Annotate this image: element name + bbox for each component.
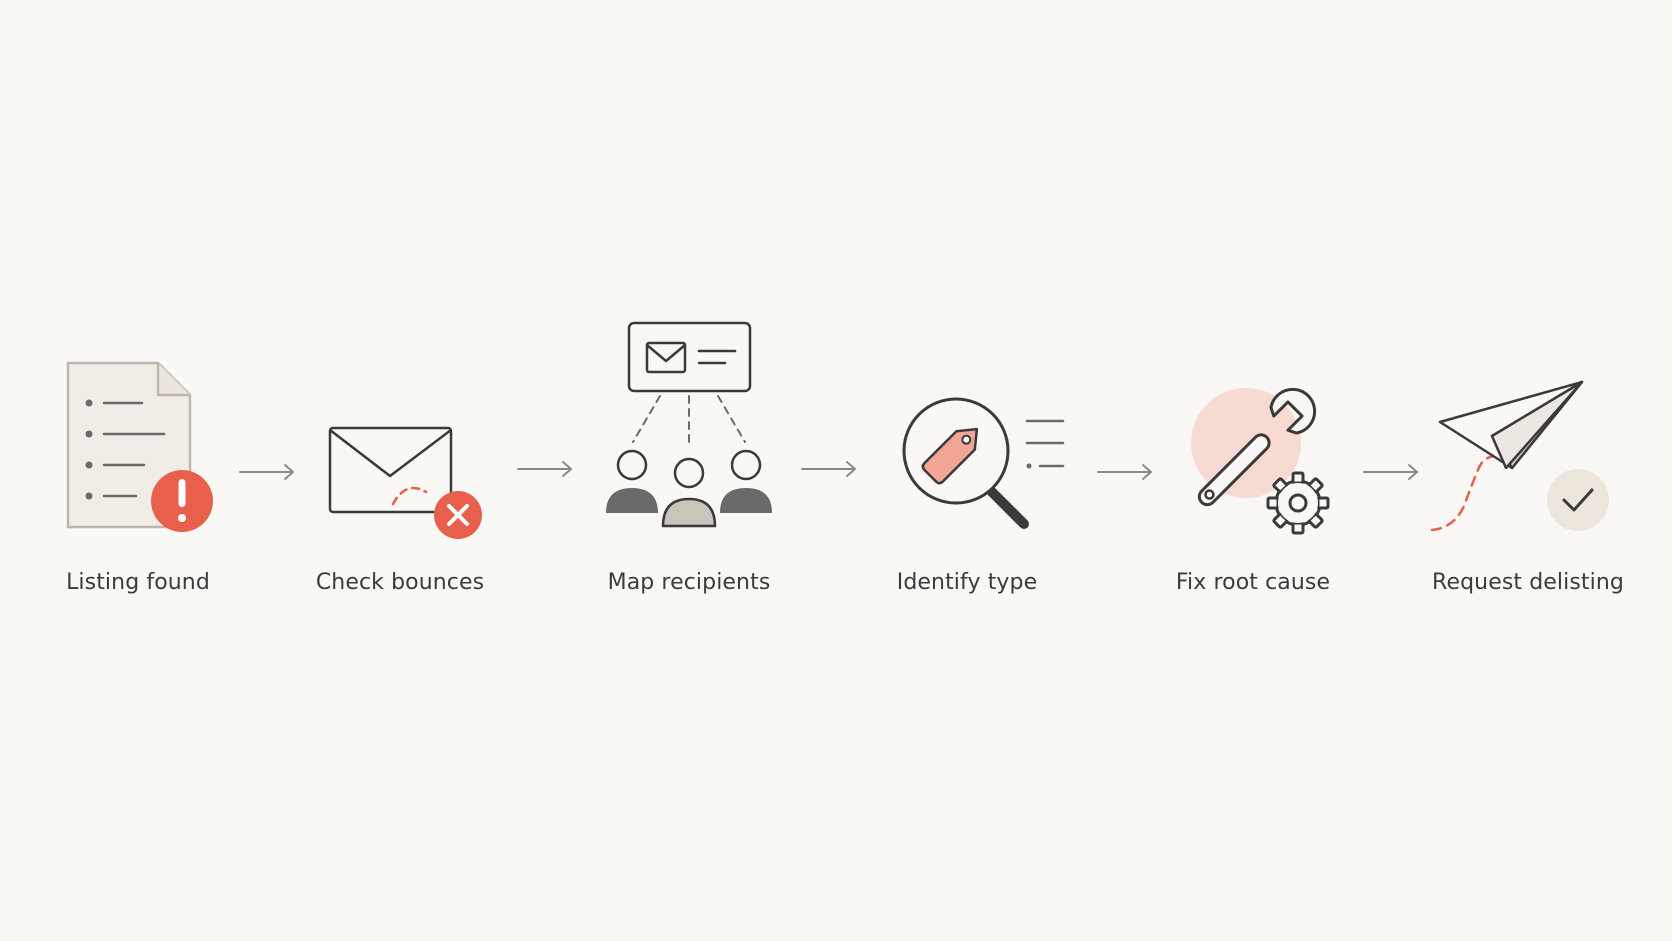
flow-arrow-icon <box>239 464 294 480</box>
flow-arrow-icon <box>1097 464 1152 480</box>
recipients-map-icon <box>606 321 772 528</box>
wrench-gear-icon <box>1191 387 1330 535</box>
envelope-bounce-icon <box>328 426 482 539</box>
step-label-request-delisting: Request delisting <box>1432 570 1624 595</box>
step-label-listing-found: Listing found <box>66 570 210 595</box>
magnifier-tag-icon <box>902 397 1065 529</box>
step-label-identify-type: Identify type <box>896 570 1038 595</box>
flow-arrow-icon <box>801 461 856 477</box>
step-label-map-recipients: Map recipients <box>607 570 771 595</box>
flow-arrow-icon <box>517 461 572 477</box>
flow-arrow-icon <box>1363 464 1418 480</box>
paper-plane-check-icon <box>1430 380 1609 532</box>
step-label-check-bounces: Check bounces <box>315 570 485 595</box>
document-alert-icon <box>66 361 213 532</box>
step-label-fix-root-cause: Fix root cause <box>1175 570 1331 595</box>
